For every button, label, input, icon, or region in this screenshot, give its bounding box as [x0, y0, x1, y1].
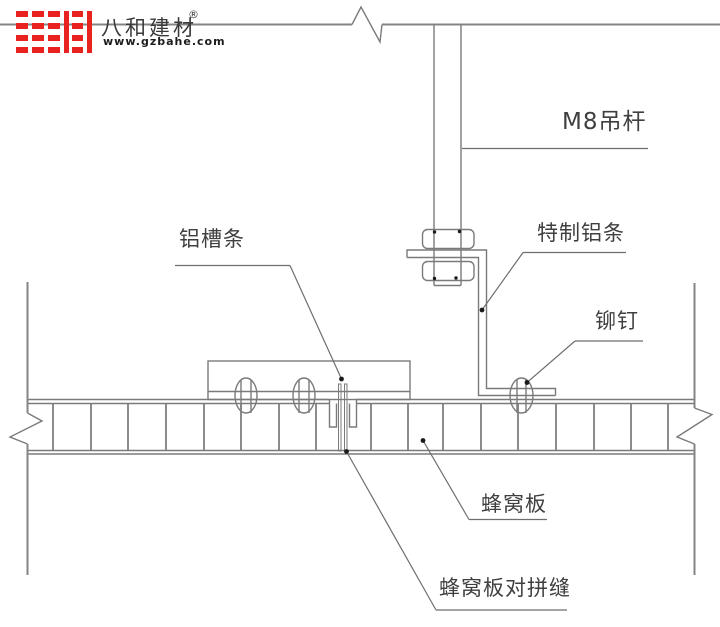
logo-vertical-bar	[64, 11, 69, 53]
hex-nuts	[421, 228, 475, 282]
label-panel-butt-joint: 蜂窝板对拼缝	[439, 576, 571, 600]
leader-joint	[345, 451, 437, 611]
edge-hook-right	[348, 399, 358, 428]
label-aluminum-channel: 铝槽条	[179, 227, 245, 251]
wall-break-symbol	[8, 412, 44, 445]
panel-butt-joint	[328, 383, 358, 452]
lower-nut	[421, 260, 475, 282]
ceiling-slab	[0, 5, 720, 45]
brand-url: www.gzbahe.com	[103, 35, 226, 48]
hanger-rod-m8	[433, 24, 462, 287]
leader-channel	[289, 265, 343, 380]
registered-trademark-symbol: ®	[188, 8, 199, 21]
logo-dash-column	[72, 11, 83, 17]
label-honeycomb-panel: 蜂窝板	[481, 492, 547, 516]
label-rivet: 铆钉	[595, 309, 639, 333]
special-aluminum-bracket	[406, 249, 557, 397]
left-wall	[8, 282, 44, 575]
edge-hook-left	[328, 399, 338, 428]
leader-lines	[175, 147, 648, 611]
seam-fold-left	[338, 383, 342, 452]
nut-chamfer-mark	[457, 229, 462, 234]
leader-dot	[420, 438, 426, 443]
logo-mark-icon	[16, 11, 96, 53]
rivet-head	[234, 377, 258, 414]
rivet-head	[292, 377, 316, 414]
leader-special-strip	[481, 252, 524, 311]
leader-dot	[524, 380, 530, 385]
rivet-head	[509, 377, 534, 414]
leader-panel	[422, 440, 470, 520]
nut-chamfer-mark	[432, 230, 437, 234]
leader-dot	[479, 307, 485, 313]
nut-chamfer-mark	[454, 276, 458, 280]
seam-fold-right	[344, 383, 348, 452]
brand-name: 八和建材	[101, 16, 197, 40]
leader-rivet	[526, 340, 576, 383]
nut-chamfer-mark	[432, 276, 437, 281]
bracket-outer-line	[406, 249, 557, 396]
leader-dot	[339, 376, 344, 382]
logo-dash-grid	[16, 11, 28, 17]
bracket-inner-line	[407, 256, 556, 397]
right-wall	[675, 283, 714, 575]
leader-dot	[344, 449, 349, 454]
label-special-aluminum-strip: 特制铝条	[537, 221, 625, 245]
honeycomb-panel	[27, 398, 694, 455]
label-hanger-rod: M8吊杆	[562, 109, 647, 135]
logo-vertical-bar	[87, 11, 92, 53]
wall-break-symbol	[675, 407, 714, 445]
upper-nut	[421, 228, 475, 250]
slab-break-symbol	[351, 5, 383, 45]
